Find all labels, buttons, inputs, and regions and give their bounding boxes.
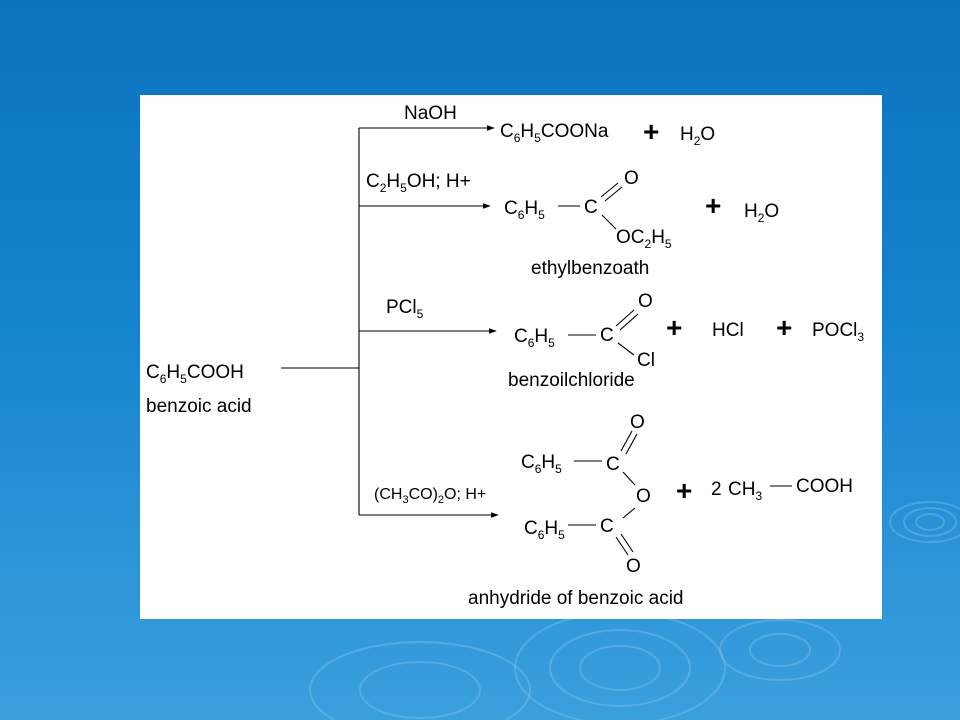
carbonyl-carbon-bottom: C [600, 516, 614, 537]
plus-sign: + [676, 475, 692, 506]
double-bond [615, 536, 629, 556]
byproduct-water: H2O [744, 201, 779, 225]
reaction-pcl5: PCl5 C6H5 C O Cl + HCl + POCl3 benzoilch… [359, 291, 864, 391]
coefficient: 2 [711, 479, 722, 500]
byproduct-hcl: HCl [712, 320, 744, 341]
carbonyl-carbon: C [600, 325, 614, 346]
plus-sign: + [666, 312, 682, 343]
reaction-naoh: NaOH C6H5COONa + H2O [359, 103, 715, 148]
reagent-label: NaOH [404, 103, 457, 124]
byproduct-acid: COOH [796, 476, 853, 497]
double-bond [604, 186, 623, 202]
r-group: C6H5 [514, 326, 555, 350]
reagent-label: (CH3CO)2O; H+ [374, 486, 486, 506]
reaction-scheme-panel: C6H5COOH benzoic acid NaOH C6H5COONa + H… [140, 95, 882, 619]
byproduct-methyl: CH3 [728, 479, 762, 503]
carbonyl-oxygen: O [624, 168, 639, 189]
carbonyl-oxygen-bottom: O [626, 556, 641, 577]
reactant: C6H5COOH benzoic acid [146, 362, 252, 417]
plus-sign: + [776, 312, 792, 343]
reactant-name: benzoic acid [146, 396, 252, 417]
double-bond [620, 533, 634, 553]
product-name: ethylbenzoath [531, 258, 649, 279]
carbonyl-oxygen: O [638, 291, 653, 312]
double-bond [615, 309, 635, 327]
product-name: anhydride of benzoic acid [468, 588, 683, 609]
reactant-formula: C6H5COOH [146, 362, 244, 386]
bridging-oxygen: O [636, 486, 651, 507]
double-bond [600, 182, 619, 198]
byproduct-water: H2O [680, 124, 715, 148]
r-group-bottom: C6H5 [524, 518, 565, 542]
double-bond [625, 433, 638, 455]
reagent-label: C2H5OH; H+ [366, 171, 471, 195]
bond [601, 214, 617, 230]
carbonyl-carbon-top: C [606, 454, 620, 475]
r-group: C6H5 [504, 198, 545, 222]
plus-sign: + [705, 190, 721, 221]
bond [622, 471, 636, 486]
bond [622, 507, 636, 519]
byproduct-pocl3: POCl3 [812, 320, 864, 344]
double-bond [620, 430, 633, 452]
branch-lines [281, 128, 360, 515]
chloride: Cl [637, 350, 655, 371]
carbonyl-oxygen-top: O [630, 412, 645, 433]
reaction-anhydride: (CH3CO)2O; H+ C6H5 C O O C C6H5 O + 2 CH… [359, 412, 853, 609]
plus-sign: + [643, 116, 659, 147]
carbonyl-carbon: C [584, 197, 598, 218]
product-formula: C6H5COONa [500, 121, 609, 145]
ethoxy-group: OC2H5 [616, 227, 672, 251]
reaction-scheme: C6H5COOH benzoic acid NaOH C6H5COONa + H… [146, 103, 864, 609]
r-group-top: C6H5 [521, 452, 562, 476]
double-bond [619, 313, 639, 331]
reagent-label: PCl5 [386, 297, 424, 321]
product-name: benzoilchloride [508, 370, 635, 391]
reaction-esterification: C2H5OH; H+ C6H5 C O OC2H5 ethylbenzoath … [359, 168, 779, 279]
bond [617, 342, 635, 356]
